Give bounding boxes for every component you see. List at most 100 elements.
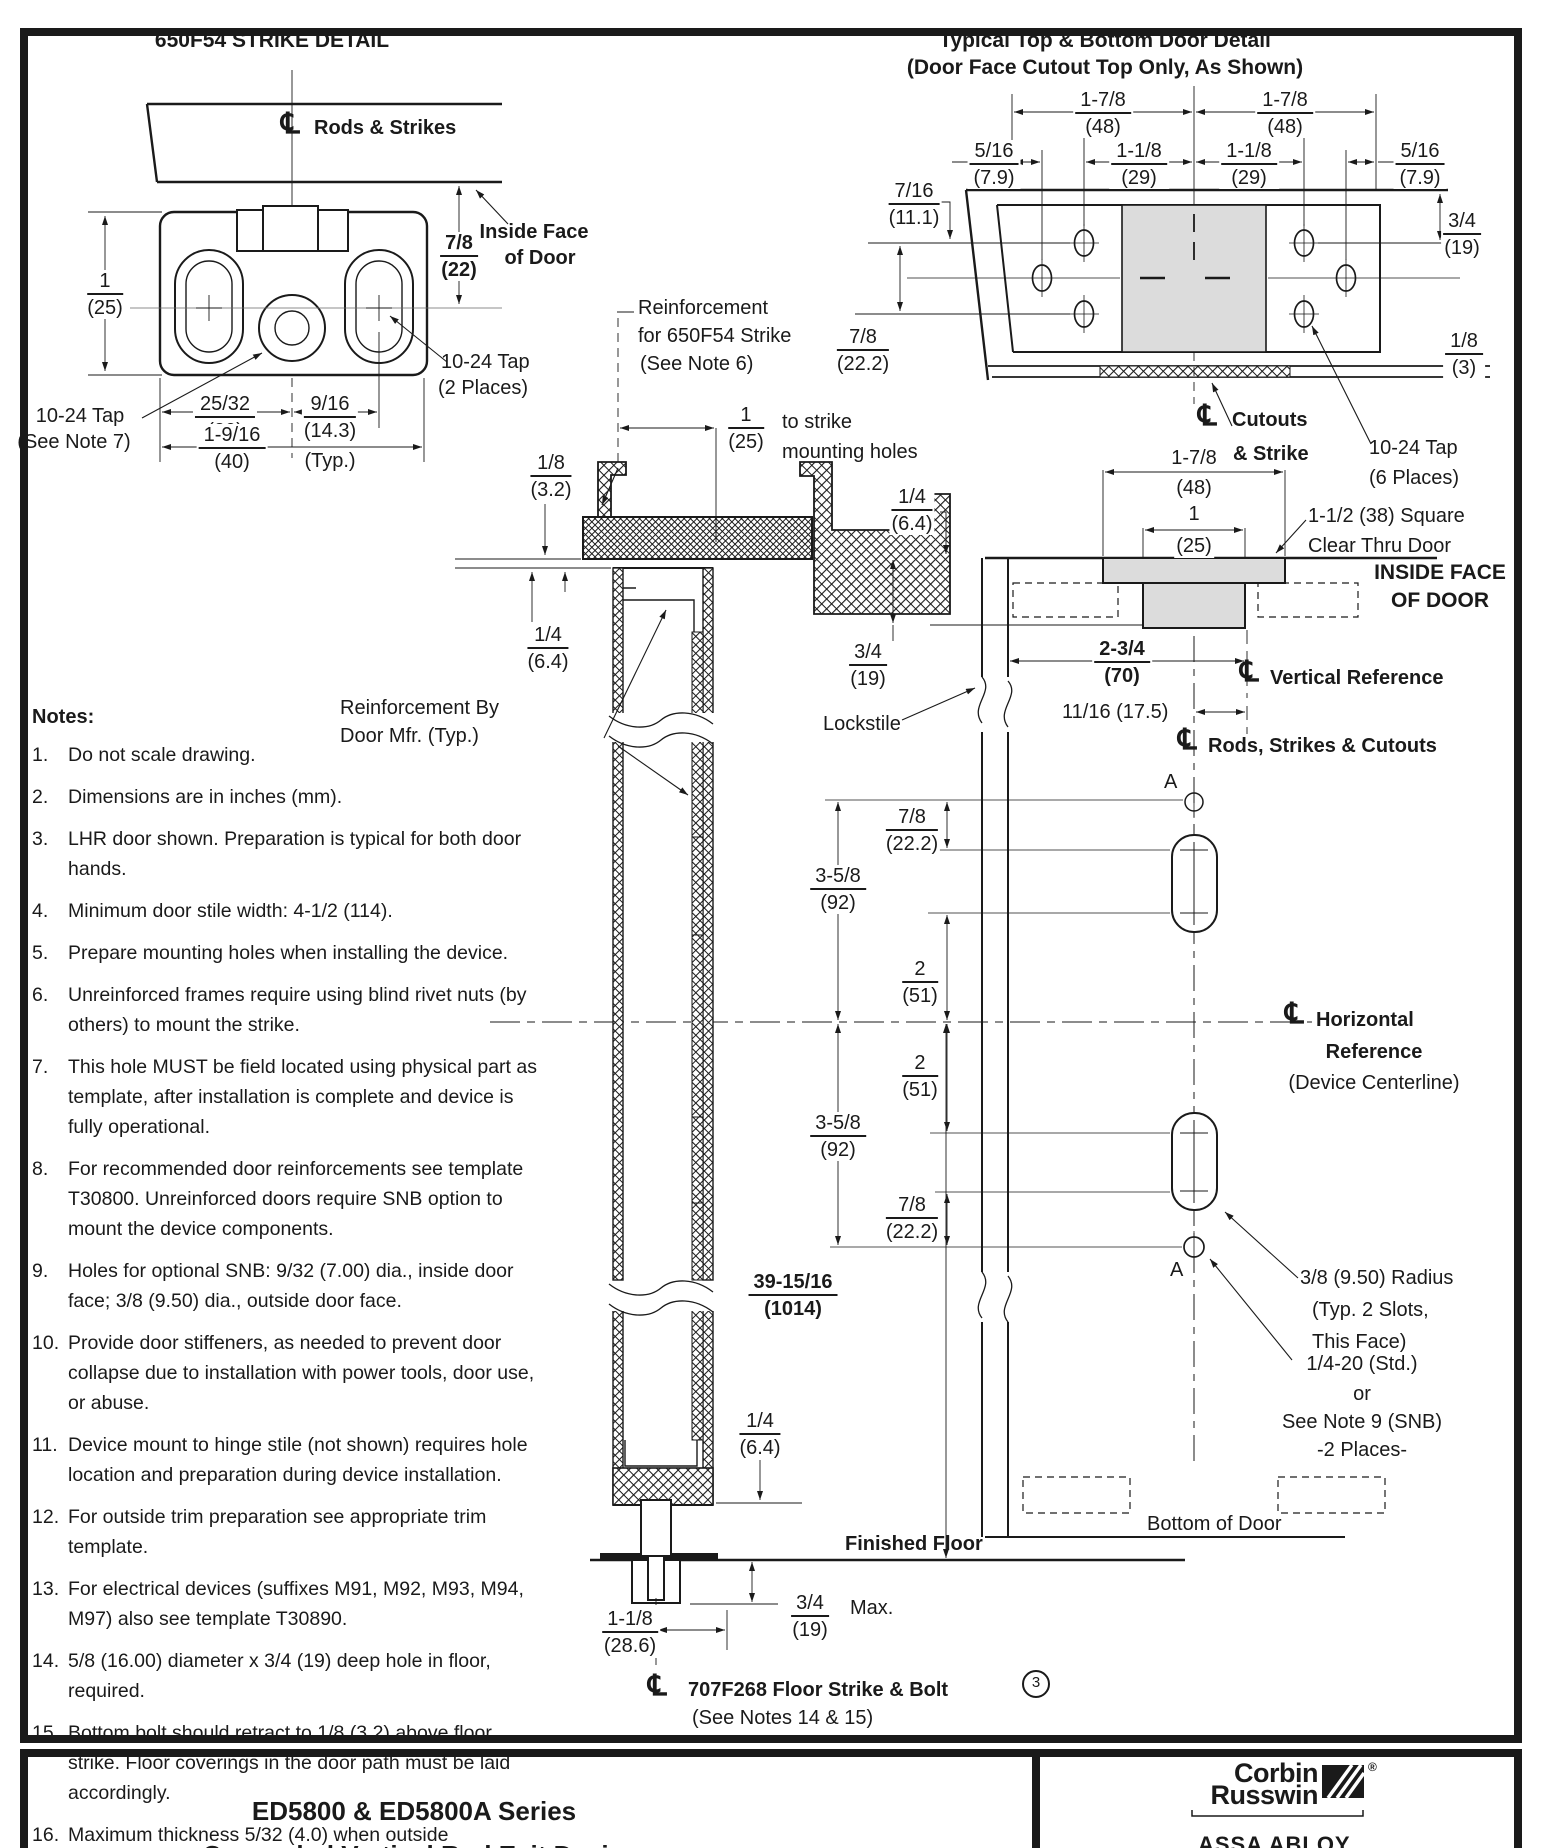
brand-assa-abloy: ASSA ABLOY — [1198, 1832, 1351, 1848]
floor-strike-label: 707F268 Floor Strike & Bolt — [688, 1679, 949, 1701]
radius-label-3: This Face) — [1312, 1331, 1407, 1353]
dim-118-286: 1-1/8(28.6) — [600, 1608, 660, 1657]
note-item: 9.Holes for optional SNB: 9/32 (7.00) di… — [32, 1260, 514, 1312]
dim-178-48-left: 1-7/8(48) — [1073, 89, 1133, 138]
note-item: 6.Unreinforced frames require using blin… — [32, 984, 527, 1036]
dim-18-3: 1/8(3) — [1443, 330, 1485, 379]
bottom-of-door-label: Bottom of Door — [1147, 1513, 1282, 1535]
dim-916-143: 9/16(14.3) — [301, 393, 359, 442]
note-item: 2.Dimensions are in inches (mm). — [32, 786, 343, 808]
dim-358-92-upper: 3-5/8(92) — [808, 865, 868, 914]
inside-face-label-2: of Door — [504, 247, 576, 269]
std-thread-label-2: or — [1353, 1383, 1371, 1405]
dim-78-222-plan: 7/8(22.2) — [834, 326, 892, 375]
note-item: 14.5/8 (16.00) diameter x 3/4 (19) deep … — [32, 1650, 491, 1702]
dim-14-64-right: 1/4(6.4) — [889, 486, 935, 535]
rods-strikes-cutouts-label: Rods, Strikes & Cutouts — [1208, 735, 1437, 757]
reinforcement-650-label-1: Reinforcement — [638, 297, 769, 319]
reinforcement-door-label-1: Reinforcement By — [340, 697, 499, 719]
dim-cutout-1: 1 — [1186, 502, 1202, 526]
dim-34-19-lockstile: 3/4(19) — [847, 641, 889, 690]
note-item: 7.This hole MUST be field located using … — [32, 1056, 537, 1138]
dim-516-right: 5/16(7.9) — [1393, 140, 1447, 189]
horizontal-reference-label-2: Reference — [1325, 1041, 1423, 1063]
square-thru-label-1: 1-1/2 (38) Square — [1308, 505, 1465, 527]
dim-14-64-bottom: 1/4(6.4) — [737, 1410, 783, 1459]
dim-18-32: 1/8(3.2) — [528, 452, 574, 501]
note-item: 4.Minimum door stile width: 4-1/2 (114). — [32, 900, 393, 922]
tap-note7-label-1: 10-24 Tap — [35, 405, 125, 427]
dim-cutout-178: 1-7/8 — [1169, 446, 1219, 470]
dim-78-222-slot1: 7/8(22.2) — [883, 806, 941, 855]
dim-234-70: 2-3/4(70) — [1092, 638, 1152, 687]
note-item: 11.Device mount to hinge stile (not show… — [32, 1434, 528, 1486]
dim-cutout-25: (25) — [1174, 534, 1214, 558]
tap-2places-label-2: (2 Places) — [438, 377, 529, 399]
typ-label: (Typ.) — [304, 450, 356, 472]
dim-1116-175: 11/16 (17.5) — [1062, 701, 1169, 723]
dim-3915-1014: 39-15/16(1014) — [746, 1271, 840, 1320]
dim-118-left: 1-1/8(29) — [1109, 140, 1169, 189]
horizontal-reference-label-1: Horizontal — [1316, 1009, 1414, 1031]
dim-34-19-plan: 3/4(19) — [1441, 210, 1483, 259]
top-detail-title-1: Typical Top & Bottom Door Detail — [939, 29, 1271, 52]
dim-2-51-lower: 2(51) — [900, 1052, 940, 1101]
note-item: 10.Provide door stiffeners, as needed to… — [32, 1332, 535, 1414]
dim-1-25: 1(25) — [85, 270, 125, 319]
note-item: 13.For electrical devices (suffixes M91,… — [32, 1578, 524, 1630]
tap-2places-label-1: 10-24 Tap — [441, 351, 530, 373]
point-a-label-top: A — [1164, 771, 1178, 793]
note-item: 15.Bottom bolt should retract to 1/8 (3.… — [32, 1722, 511, 1804]
series-title: ED5800 & ED5800A Series — [251, 1796, 577, 1826]
rods-strikes-label: Rods & Strikes — [314, 117, 457, 139]
dim-178-48-right: 1-7/8(48) — [1255, 89, 1315, 138]
note-item: 16.Maximum thickness 5/32 (4.0) when out… — [32, 1824, 449, 1846]
centerline-icon: ℄ — [281, 108, 300, 140]
dim-716-111: 7/16(11.1) — [886, 180, 942, 229]
dim-34-19-max: 3/4(19) — [789, 1592, 831, 1641]
dim-cutout-48: (48) — [1174, 476, 1214, 500]
dim-1-25-strike: 1(25) — [726, 404, 766, 453]
dim-118-right: 1-1/8(29) — [1219, 140, 1279, 189]
square-thru-label-2: Clear Thru Door — [1308, 535, 1452, 557]
notes-heading: Notes: — [32, 706, 95, 728]
dim-14-64-top: 1/4(6.4) — [525, 624, 571, 673]
brand-russwin: Russwin — [1210, 1780, 1318, 1810]
note-item: 5.Prepare mounting holes when installing… — [32, 942, 509, 964]
brand-corbin: Corbin — [1234, 1758, 1319, 1788]
radius-label-2: (Typ. 2 Slots, — [1312, 1299, 1429, 1321]
dim-1916-40: 1-9/16(40) — [196, 424, 268, 473]
note-item: 1.Do not scale drawing. — [32, 744, 256, 766]
inside-face-caps-2: OF DOOR — [1391, 589, 1489, 612]
tap-6places-label-1: 10-24 Tap — [1369, 437, 1458, 459]
to-strike-label-1: to strike — [782, 411, 853, 433]
centerline-icon: ℄ — [1178, 724, 1197, 756]
note-item: 3.LHR door shown. Preparation is typical… — [32, 828, 522, 880]
notes-list: Notes: 1.Do not scale drawing. 2.Dimensi… — [32, 702, 539, 1848]
dim-358-92-lower: 3-5/8(92) — [808, 1112, 868, 1161]
top-detail-title-2: (Door Face Cutout Top Only, As Shown) — [906, 56, 1304, 79]
vertical-reference-label: Vertical Reference — [1270, 667, 1444, 689]
std-thread-label-1: 1/4-20 (Std.) — [1306, 1353, 1418, 1375]
cutouts-strike-label-2: & Strike — [1233, 443, 1309, 465]
registered-mark: ® — [1368, 1760, 1377, 1774]
tap-6places-label-2: (6 Places) — [1369, 467, 1460, 489]
dim-2-51-upper: 2(51) — [900, 958, 940, 1007]
tap-note7-label-2: (See Note 7) — [17, 431, 131, 453]
to-strike-label-2: mounting holes — [782, 441, 918, 463]
reinforcement-650-label-3: (See Note 6) — [640, 353, 754, 375]
cutouts-strike-label-1: Cutouts — [1232, 409, 1308, 431]
strike-detail-title: 650F54 STRIKE DETAIL — [154, 29, 390, 52]
finished-floor-label: Finished Floor — [845, 1533, 983, 1555]
centerline-icon: ℄ — [648, 1670, 667, 1702]
std-thread-label-3: See Note 9 (SNB) — [1281, 1411, 1443, 1433]
centerline-icon: ℄ — [1240, 656, 1259, 688]
dim-516-left: 5/16(7.9) — [967, 140, 1021, 189]
max-label: Max. — [850, 1597, 894, 1619]
lockstile-label: Lockstile — [823, 713, 901, 735]
point-a-label-bottom: A — [1170, 1259, 1184, 1281]
circled-3-badge: 3 — [1022, 1670, 1050, 1698]
centerline-icon: ℄ — [1285, 998, 1304, 1030]
